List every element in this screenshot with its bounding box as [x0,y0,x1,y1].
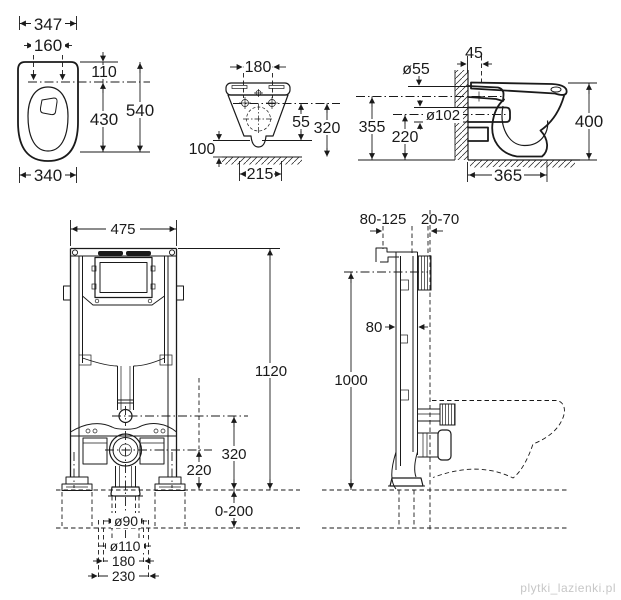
watermark: plytki_lazienki.pl [520,581,616,595]
pan-silhouette [432,400,565,479]
feet [61,476,186,491]
seat-opening [27,86,69,152]
frame-front-view: 475 1120 320 220 0-200 ø90 ø110 180 230 [56,220,300,584]
dim-inlet-axis-height: 355 [359,119,386,136]
outlet-pipe [467,106,511,123]
dim-overall-length: 540 [126,101,154,120]
dim-fixing-axis-height: 320 [314,120,341,137]
lower-hook [467,126,489,142]
dim-frame-height: 1120 [255,363,287,380]
drain-elbow [388,451,425,490]
fixing-box-right [139,437,165,465]
fixing-holes [239,89,278,134]
frame-side-view: 80-125 20-70 80 1000 [322,210,568,532]
access-panel [94,256,153,299]
dim-frame-to-wall-range: 80-125 [360,211,407,228]
dim-bowl-length: 430 [90,110,118,129]
dim-hinge-spacing: 160 [34,36,62,55]
dim-drain-pipe-diameter: ø90 [114,513,138,529]
dim-wall-clearance: 45 [465,45,483,62]
anchor-slot-right [126,251,151,256]
pan-top-outline [17,61,79,162]
dim-inlet-diameter: ø55 [402,61,430,78]
water-supply-valve [417,403,456,426]
dim-base-spacing: 230 [112,568,136,584]
pan-front-view: 180 55 320 100 215 [189,59,342,183]
dim-pan-overall-width: 347 [34,15,62,34]
cistern [78,256,173,367]
pan-side-view: 45 ø55 ø102 355 220 400 365 [356,45,605,185]
top-hook-bracket [375,247,399,263]
dim-anchor-spacing: 180 [112,553,136,569]
pan-body [227,94,289,148]
fixing-box-left [82,437,108,465]
dim-outlet-diameter: ø102 [426,107,460,124]
trap-curve [501,105,549,147]
dim-hinge-offset: 110 [91,64,117,81]
flush-plate-opening [99,262,148,293]
dim-flush-axis-height: 1000 [334,372,367,389]
wall-bracket-tab-left [63,285,71,301]
dim-outlet-height: 100 [189,141,216,158]
flush-bend-connector [417,429,452,461]
dim-outlet-axis-height: 220 [392,129,419,146]
pan-top-view: 347 160 110 430 540 340 [17,15,156,185]
dim-water-axis-height: 320 [221,446,246,463]
dim-frame-width: 475 [110,221,135,238]
dim-base-width: 215 [247,166,274,183]
dim-bolt-spacing: 180 [245,59,272,76]
support-bracket [70,423,177,433]
lid-profile [470,81,568,96]
threaded-rod [417,255,432,291]
dim-frame-depth: 80 [366,319,383,336]
lid-bumper [550,86,562,93]
dim-lining-range: 20-70 [421,211,459,228]
anchor-slot-left [98,251,123,256]
dim-drain-axis-height: 220 [186,462,211,479]
frame-channel [395,251,418,470]
floor-hatch [470,160,575,168]
ground-hatch [222,157,302,165]
flush-pipe [117,366,134,410]
dim-body-width: 340 [34,166,62,185]
dim-floor-buildup: 0-200 [215,503,253,520]
dim-overall-depth: 365 [494,166,522,185]
flush-hole [39,97,58,116]
inlet-connector [467,85,505,102]
wall-bracket-tab-right [176,285,184,301]
dim-overall-height: 400 [575,112,603,131]
dim-axis-to-outlet: 55 [292,114,310,131]
dim-sleeve-diameter: ø110 [110,538,141,554]
